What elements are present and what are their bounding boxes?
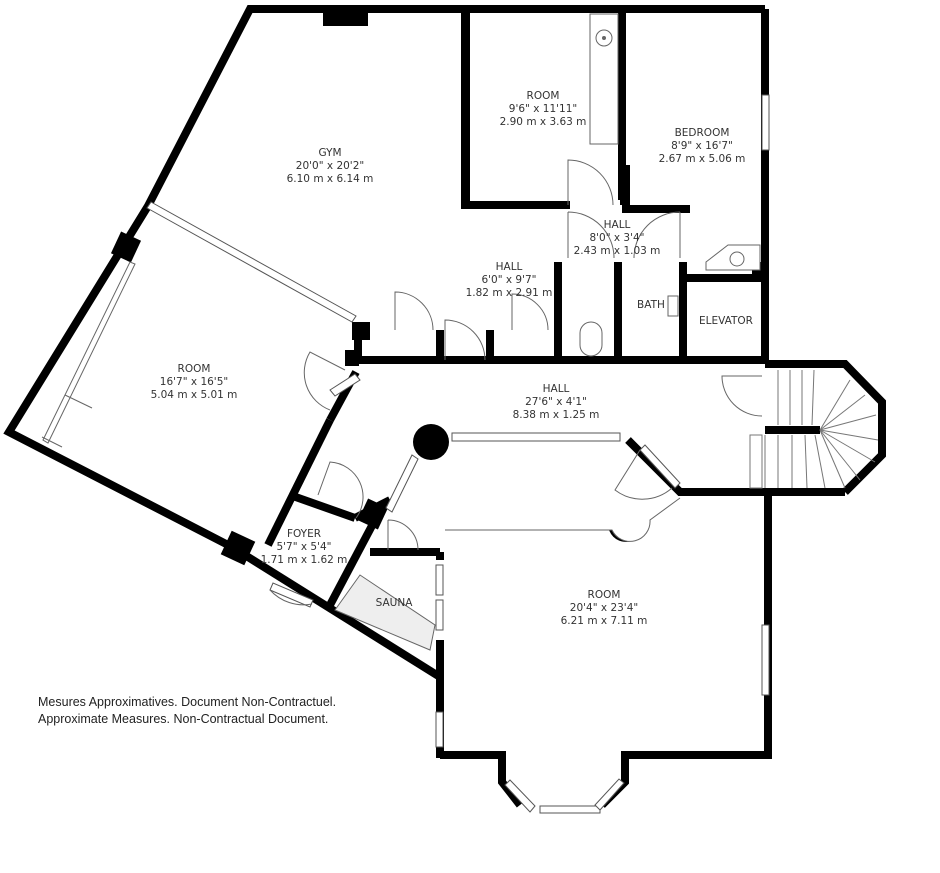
room-imperial: 9'6" x 11'11" — [508, 103, 578, 115]
windows — [146, 94, 770, 814]
room-name: HALL — [603, 219, 631, 231]
room-metric: 8.38 m x 1.25 m — [512, 409, 600, 421]
room-imperial: 5'7" x 5'4" — [276, 541, 332, 553]
room-name: FOYER — [286, 528, 322, 540]
room-name: BATH — [637, 299, 665, 311]
room-label-room-top: ROOM 9'6" x 11'11" 2.90 m x 3.63 m — [500, 90, 587, 129]
room-label-hall-mid: HALL 6'0" x 9'7" 1.82 m x 2.91 m — [466, 261, 553, 300]
room-name: ROOM — [177, 363, 211, 375]
room-metric: 1.82 m x 2.91 m — [465, 287, 553, 299]
room-name: ELEVATOR — [699, 315, 753, 327]
room-label-bath: BATH — [637, 299, 665, 312]
room-imperial: 27'6" x 4'1" — [525, 396, 587, 408]
room-metric: 2.43 m x 1.03 m — [573, 245, 661, 257]
room-metric: 2.90 m x 3.63 m — [499, 116, 587, 128]
room-label-room-large: ROOM 20'4" x 23'4" 6.21 m x 7.11 m — [561, 589, 648, 628]
room-label-elevator: ELEVATOR — [699, 315, 753, 328]
room-label-hall-long: HALL 27'6" x 4'1" 8.38 m x 1.25 m — [513, 383, 600, 422]
disclaimer-english: Approximate Measures. Non-Contractual Do… — [38, 711, 329, 726]
room-label-gym: GYM 20'0" x 20'2" 6.10 m x 6.14 m — [287, 147, 374, 186]
room-name: BEDROOM — [674, 127, 730, 139]
room-name: ROOM — [526, 90, 560, 102]
room-label-hall-small: HALL 8'0" x 3'4" 2.43 m x 1.03 m — [574, 219, 661, 258]
room-name: GYM — [318, 147, 342, 159]
staircase — [749, 369, 879, 489]
walls — [3, 4, 886, 808]
room-name: ROOM — [587, 589, 621, 601]
room-imperial: 6'0" x 9'7" — [481, 274, 537, 286]
room-metric: 6.21 m x 7.11 m — [560, 615, 648, 627]
room-imperial: 8'0" x 3'4" — [589, 232, 645, 244]
room-imperial: 20'4" x 23'4" — [569, 602, 639, 614]
room-name: HALL — [542, 383, 570, 395]
disclaimer: Mesures Approximatives. Document Non-Con… — [38, 694, 338, 727]
room-name: SAUNA — [375, 597, 413, 609]
room-label-foyer: FOYER 5'7" x 5'4" 1.71 m x 1.62 m — [261, 528, 348, 567]
room-label-sauna: SAUNA — [376, 597, 413, 610]
room-metric: 6.10 m x 6.14 m — [286, 173, 374, 185]
room-imperial: 8'9" x 16'7" — [671, 140, 733, 152]
room-label-room-left: ROOM 16'7" x 16'5" 5.04 m x 5.01 m — [151, 363, 238, 402]
room-imperial: 16'7" x 16'5" — [159, 376, 229, 388]
doors — [269, 159, 763, 606]
fixtures — [41, 13, 761, 651]
room-name: HALL — [495, 261, 523, 273]
disclaimer-french: Mesures Approximatives. Document Non-Con… — [38, 695, 337, 709]
room-metric: 2.67 m x 5.06 m — [658, 153, 746, 165]
room-metric: 5.04 m x 5.01 m — [150, 389, 238, 401]
room-label-bedroom: BEDROOM 8'9" x 16'7" 2.67 m x 5.06 m — [659, 127, 746, 166]
room-imperial: 20'0" x 20'2" — [295, 160, 365, 172]
room-metric: 1.71 m x 1.62 m — [260, 554, 348, 566]
